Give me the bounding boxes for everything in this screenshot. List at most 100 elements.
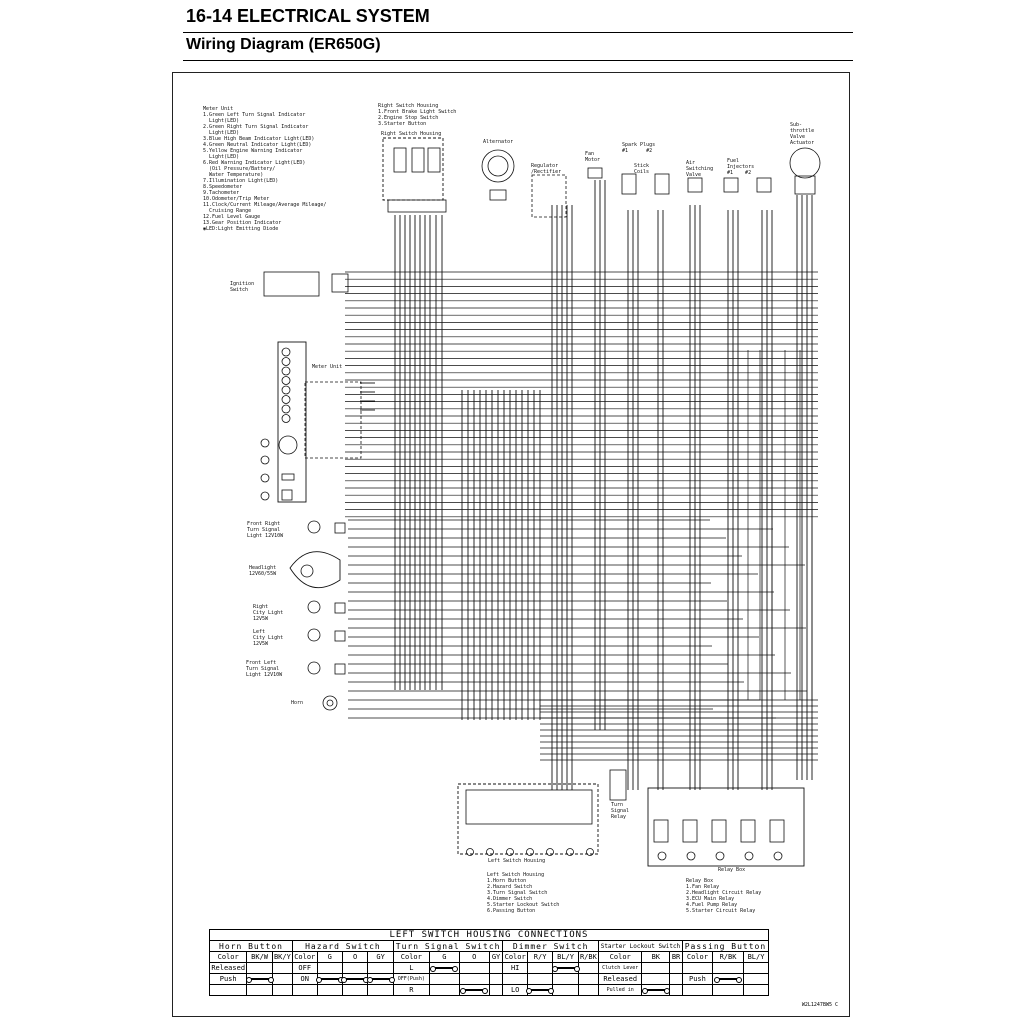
table-cell <box>743 962 769 974</box>
continuity-bar <box>245 977 274 983</box>
continuity-bar <box>713 977 742 983</box>
relay-box-label: Relay Box <box>718 867 746 873</box>
table-cell: R <box>392 984 430 996</box>
table-cell: OFF(Push) <box>392 973 430 985</box>
regulator-label: Regulator /Rectifier <box>531 163 562 175</box>
table-cell: BL/Y <box>743 951 769 963</box>
continuity-bar <box>366 977 395 983</box>
table-cell <box>458 984 490 996</box>
table-cell <box>681 984 713 996</box>
ignition-switch-label: Ignition Switch <box>230 281 255 293</box>
table-cell <box>367 984 394 996</box>
group-starter-lockout: Starter Lockout Switch <box>597 940 683 952</box>
front-right-turn-label: Front Right Turn Signal Light 12V10W <box>247 521 284 539</box>
table-cell: BK/W <box>246 951 273 963</box>
table-cell <box>577 973 599 985</box>
table-cell <box>366 973 395 985</box>
left-city-label: Left City Light 12V5W <box>253 629 284 647</box>
right-city-label: Right City Light 12V5W <box>253 604 284 622</box>
table-cell <box>669 984 683 996</box>
continuity-bar <box>460 988 489 994</box>
table-row: R LO Pulled in <box>208 984 769 996</box>
table-cell <box>341 962 369 974</box>
table-cell: Color <box>597 951 643 963</box>
table-cell <box>341 973 370 985</box>
table-cell <box>367 962 394 974</box>
group-dimmer-switch: Dimmer Switch <box>502 940 599 952</box>
table-cell: Color <box>208 951 248 963</box>
table-cell <box>551 962 580 974</box>
table-cell: O <box>341 951 369 963</box>
table-cell <box>488 973 504 985</box>
table-cell <box>488 984 504 996</box>
meter-unit-legend: Meter Unit 1.Green Left Turn Signal Indi… <box>203 106 327 232</box>
table-cell: Color <box>392 951 430 963</box>
table-cell: Push <box>208 973 248 985</box>
table-cell: Color <box>502 951 528 963</box>
table-cell <box>743 984 769 996</box>
continuity-bar <box>430 966 459 972</box>
table-cell <box>316 984 343 996</box>
table-cell <box>526 962 554 974</box>
table-cell <box>246 984 273 996</box>
table-cell <box>292 984 318 996</box>
front-left-turn-label: Front Left Turn Signal Light 12V10W <box>246 660 283 678</box>
right-switch-housing-label: Right Switch Housing <box>381 131 442 137</box>
headlight-label: Headlight 12V60/55W <box>249 565 277 577</box>
table-cell: R/BK <box>577 951 599 963</box>
left-switch-legend: Left Switch Housing 1.Horn Button 2.Haza… <box>487 872 560 914</box>
diagram-code: W2L1247BW5 C <box>801 1002 838 1008</box>
subthrottle-label: Sub- throttle Valve Actuator <box>790 122 815 146</box>
table-cell <box>552 973 579 985</box>
table-cell <box>711 973 745 985</box>
table-cell <box>641 962 671 974</box>
table-cell: Color <box>292 951 318 963</box>
table-cell: BL/Y <box>552 951 579 963</box>
table-cell: R/BK <box>711 951 745 963</box>
stick-coils-label: Stick Coils <box>634 163 650 175</box>
table-cell <box>488 962 504 974</box>
meter-unit-label: Meter Unit <box>312 364 343 370</box>
diagram-frame <box>172 72 850 1017</box>
table-cell <box>428 962 460 974</box>
table-caption: LEFT SWITCH HOUSING CONNECTIONS <box>209 929 769 941</box>
table-cell <box>315 973 344 985</box>
header-rule <box>183 32 853 33</box>
table-cell <box>458 973 490 985</box>
table-cell <box>246 962 273 974</box>
table-cell <box>316 962 343 974</box>
table-cell: ON <box>292 973 318 985</box>
table-cell: GY <box>488 951 504 963</box>
table-cell <box>271 973 294 985</box>
table-cell: Color <box>681 951 713 963</box>
table-cell <box>743 973 769 985</box>
group-passing-button: Passing Button <box>681 940 770 952</box>
table-cell: Released <box>208 962 248 974</box>
table-cell <box>711 984 745 996</box>
turn-relay-label: Turn Signal Relay <box>611 802 630 820</box>
table-cell <box>502 973 528 985</box>
table-cell: L <box>392 962 430 974</box>
continuity-bar <box>315 977 344 983</box>
group-turn-signal-switch: Turn Signal Switch <box>392 940 504 952</box>
continuity-bar <box>641 988 670 994</box>
horn-label: Horn <box>291 700 304 706</box>
table-cell: Released <box>597 973 643 985</box>
continuity-bar <box>551 966 580 972</box>
table-cell: OFF <box>292 962 318 974</box>
alternator-label: Alternator <box>483 139 514 145</box>
table-cell <box>341 984 369 996</box>
table-cell: G <box>316 951 343 963</box>
group-horn-button: Horn Button <box>209 940 293 952</box>
table-cell <box>271 962 294 974</box>
table-cell <box>428 984 460 996</box>
fan-motor-label: Fan Motor <box>585 151 601 163</box>
table-cell <box>458 962 490 974</box>
table-cell <box>641 973 671 985</box>
table-cell: R/Y <box>526 951 554 963</box>
table-cell: LO <box>502 984 528 996</box>
table-cell: Pulled in <box>597 984 643 996</box>
table-cell <box>208 984 248 996</box>
